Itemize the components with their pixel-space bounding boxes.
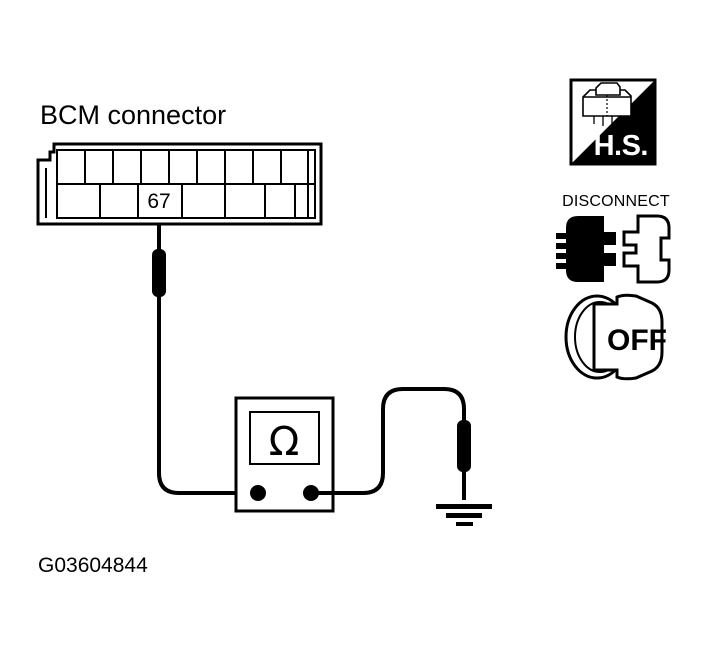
left-test-lead — [152, 224, 258, 495]
hs-icon-label: H.S. — [594, 130, 648, 162]
hs-icon-diagonal-fill — [571, 80, 655, 164]
connector-top-row — [84, 150, 282, 184]
ignition-off-icon[interactable]: OFF — [564, 293, 667, 381]
test-probe-connector[interactable] — [152, 249, 166, 297]
connector-half-filled — [556, 216, 616, 282]
disconnect-label: DISCONNECT — [562, 193, 670, 210]
omega-ohm-symbol: Ω — [269, 419, 300, 465]
test-probe-ground[interactable] — [457, 420, 471, 472]
connector-half-outline — [622, 214, 671, 284]
ground-bar-2 — [446, 513, 482, 518]
cavity-number-label: 67 — [147, 190, 170, 213]
page-title: BCM connector — [40, 100, 226, 130]
left-lead-wire — [157, 224, 258, 495]
connector-outer-shell — [36, 142, 323, 226]
right-lead-wire — [311, 387, 466, 500]
right-test-lead — [311, 387, 471, 500]
chassis-ground-symbol — [436, 504, 492, 526]
hand-scanner-hs-icon[interactable]: H.S. — [569, 78, 657, 166]
figure-id-label: G03604844 — [38, 554, 148, 577]
ignition-off-label: OFF — [607, 324, 667, 357]
meter-terminal-left[interactable] — [250, 485, 266, 501]
ground-bar-1 — [436, 504, 492, 509]
ground-bar-3 — [456, 522, 473, 526]
ignition-key-tag — [592, 293, 664, 381]
meter-display — [249, 411, 320, 465]
connector-block-icon — [582, 82, 632, 126]
bcm-connector[interactable]: 67 — [36, 142, 323, 226]
connector-bottom-row — [99, 184, 296, 218]
disconnect-icon[interactable]: DISCONNECT — [556, 193, 671, 284]
